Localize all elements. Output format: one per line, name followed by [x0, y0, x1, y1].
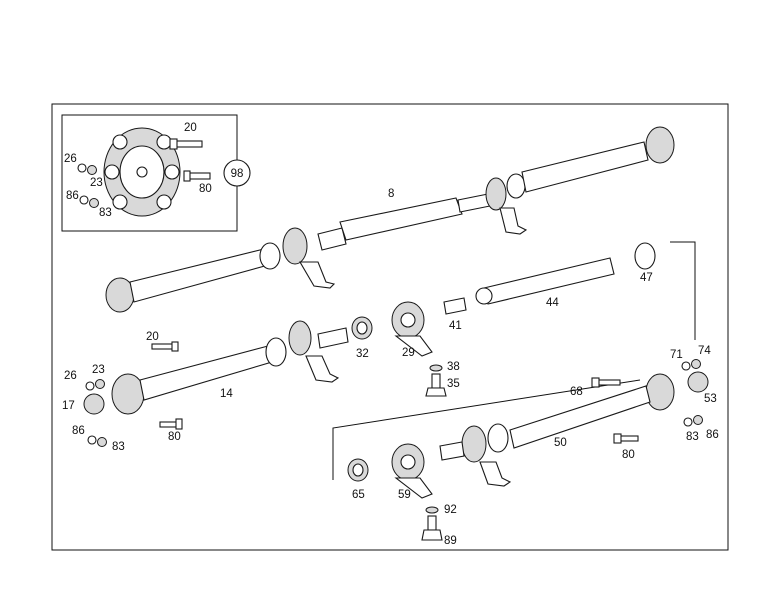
callout-86: 86 [706, 429, 719, 441]
callout-8: 8 [388, 188, 394, 200]
flex-disc-icon [103, 127, 181, 217]
callout-92: 92 [444, 504, 457, 516]
callout-35: 35 [447, 378, 460, 390]
callout-65: 65 [352, 489, 365, 501]
bolt-icon [591, 377, 621, 388]
nut-washer-icon [681, 359, 703, 427]
callout-38: 38 [447, 361, 460, 373]
callout-80: 80 [168, 431, 181, 443]
callout-98: 98 [231, 168, 244, 180]
bushing-icon [687, 371, 709, 393]
callout-80: 80 [199, 183, 212, 195]
upper-propeller-shaft [105, 126, 675, 313]
callout-89: 89 [444, 535, 457, 547]
callout-32: 32 [356, 348, 369, 360]
callout-41: 41 [449, 320, 462, 332]
callout-74: 74 [698, 345, 711, 357]
callout-26: 26 [64, 153, 77, 165]
flex-disc-inset: 98 20 26 23 80 86 83 [61, 114, 251, 232]
diagram-frame [51, 103, 729, 551]
callout-23: 23 [90, 177, 103, 189]
nut-washer-icon [85, 379, 107, 447]
callout-47: 47 [640, 272, 653, 284]
callout-68: 68 [570, 386, 583, 398]
bolt-icon [169, 138, 203, 150]
callout-17: 17 [62, 400, 75, 412]
center-bearing-icon [391, 301, 433, 357]
callout-23: 23 [92, 364, 105, 376]
bearing-ring-icon [351, 316, 373, 340]
bushing-icon [443, 297, 467, 315]
callout-83: 83 [686, 431, 699, 443]
callout-44: 44 [546, 297, 559, 309]
bushing-icon [83, 393, 105, 415]
sleeve-icon [634, 242, 656, 270]
callout-83: 83 [112, 441, 125, 453]
bolt-icon [151, 341, 179, 352]
callout-14: 14 [220, 388, 233, 400]
bolt-icon [159, 418, 183, 430]
callout-86: 86 [72, 425, 85, 437]
callout-86: 86 [66, 190, 79, 202]
bearing-ring-icon [347, 458, 369, 482]
front-propeller-shaft [83, 320, 349, 447]
rear-flange-icon [645, 373, 675, 411]
callout-20: 20 [146, 331, 159, 343]
callout-29: 29 [402, 347, 415, 359]
callout-circle-98 [223, 159, 251, 187]
flex-disc-icon [111, 373, 145, 415]
rear-section-parts [351, 241, 696, 397]
callout-50: 50 [554, 437, 567, 449]
rear-flange-icon [645, 126, 675, 164]
bolt-washer-icon [421, 506, 443, 541]
callout-53: 53 [704, 393, 717, 405]
bolt-icon [613, 433, 639, 444]
bolt-washer-icon [425, 364, 447, 397]
bolt-icon [183, 170, 211, 182]
callout-26: 26 [64, 370, 77, 382]
callout-71: 71 [670, 349, 683, 361]
callout-80: 80 [622, 449, 635, 461]
callout-20: 20 [184, 122, 197, 134]
center-bearing-icon [391, 443, 433, 499]
lower-rear-propeller-shaft [332, 359, 709, 541]
callout-83: 83 [99, 207, 112, 219]
callout-59: 59 [398, 489, 411, 501]
nut-washer-icon [77, 163, 99, 208]
